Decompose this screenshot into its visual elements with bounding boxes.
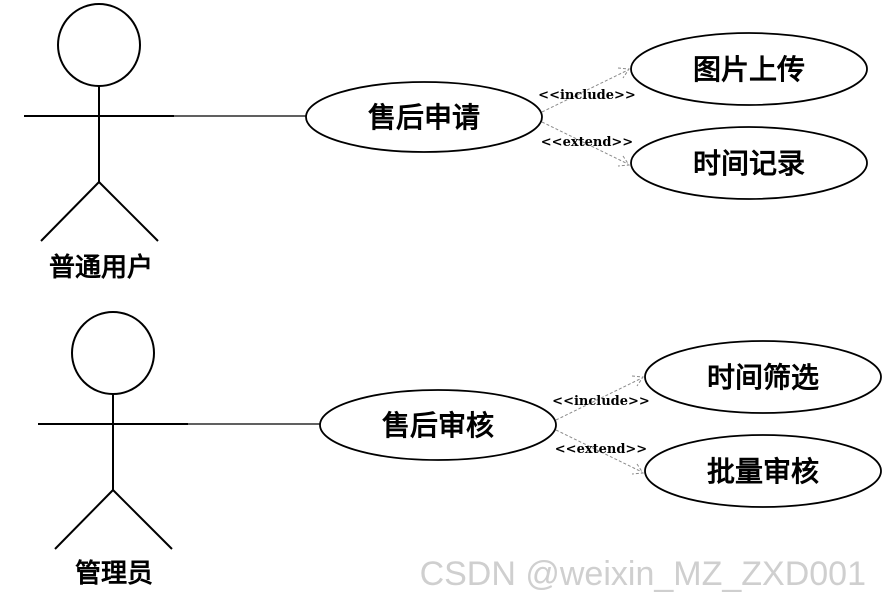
use-case-after-sales-application-shape: [305, 81, 543, 153]
use-case-batch-review-shape: [644, 434, 882, 508]
use-case-time-record-label: 时间记录: [693, 147, 805, 180]
extend-arrowhead-1: [617, 155, 630, 167]
extend-stereotype-2: <<extend>>: [555, 442, 647, 457]
include-relation-1: <<include>>: [538, 67, 636, 113]
use-case-time-record-shape: [630, 126, 868, 200]
extend-arrowhead-2: [631, 463, 644, 475]
use-case-after-sales-review-label: 售后审核: [382, 409, 494, 442]
use-case-time-filter: 时间筛选: [644, 340, 882, 414]
use-case-image-upload-shape: [630, 32, 868, 106]
use-case-after-sales-review-shape: [319, 389, 557, 461]
actor-administrator-right-leg: [112, 489, 173, 550]
use-case-after-sales-application-label: 售后申请: [368, 101, 480, 134]
actor-administrator-left-leg: [54, 489, 114, 550]
include-line-2: [555, 377, 643, 421]
use-case-time-filter-shape: [644, 340, 882, 414]
use-case-batch-review: 批量审核: [644, 434, 882, 508]
use-case-after-sales-application: 售后申请: [305, 81, 543, 153]
use-case-batch-review-label: 批量审核: [707, 455, 819, 488]
watermark: CSDN @weixin_MZ_ZXD001: [420, 555, 866, 593]
use-case-time-filter-label: 时间筛选: [707, 361, 819, 394]
actor-ordinary-user-left-leg: [40, 181, 100, 242]
include-arrowhead-2: [631, 375, 644, 387]
use-case-image-upload: 图片上传: [630, 32, 868, 106]
actor-administrator-name: 管理员: [75, 559, 153, 589]
include-stereotype-1: <<include>>: [538, 88, 636, 103]
extend-line-2: [555, 429, 643, 473]
include-stereotype-2: <<include>>: [552, 394, 650, 409]
actor-administrator: 管理员: [38, 311, 188, 589]
actor-ordinary-user-head: [57, 3, 141, 87]
extend-relation-2: <<extend>>: [555, 429, 647, 475]
use-case-after-sales-review: 售后审核: [319, 389, 557, 461]
extend-stereotype-1: <<extend>>: [541, 135, 633, 150]
actor-ordinary-user: 普通用户: [24, 3, 174, 283]
actor-ordinary-user-name: 普通用户: [49, 252, 153, 283]
actor-ordinary-user-right-leg: [98, 181, 159, 242]
include-relation-2: <<include>>: [552, 375, 650, 421]
include-arrowhead-1: [617, 67, 630, 79]
extend-relation-1: <<extend>>: [541, 121, 633, 167]
use-case-image-upload-label: 图片上传: [693, 53, 805, 86]
extend-line-1: [541, 121, 629, 165]
actor-administrator-head: [71, 311, 155, 395]
include-line-1: [541, 69, 629, 113]
use-case-time-record: 时间记录: [630, 126, 868, 200]
